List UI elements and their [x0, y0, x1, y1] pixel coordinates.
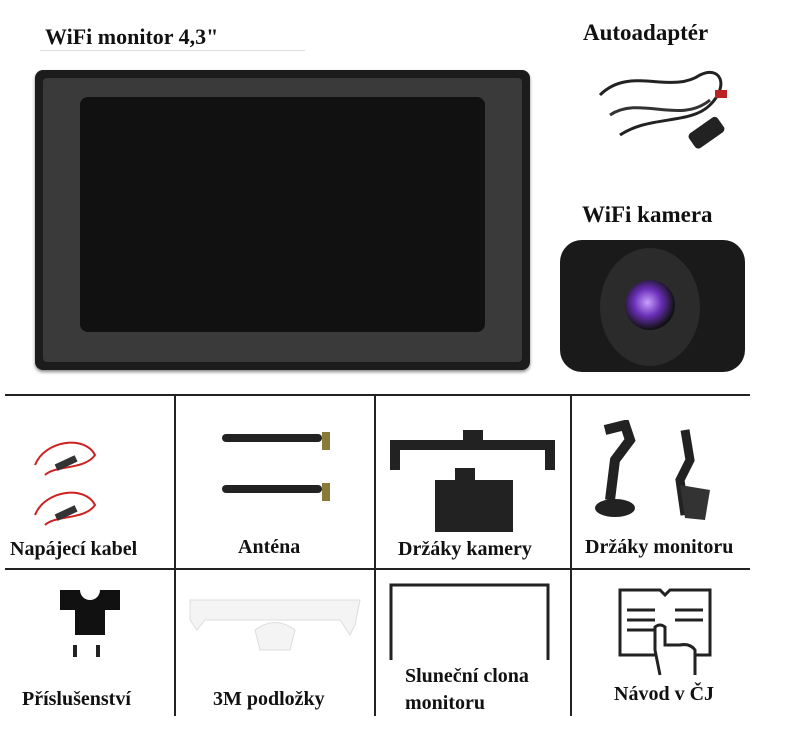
adhesive-pad-icon	[189, 599, 361, 651]
grid-line	[374, 396, 376, 716]
grid-line	[570, 396, 572, 716]
accessory-label: Návod v ČJ	[614, 683, 715, 705]
accessory-label: Anténa	[238, 536, 301, 558]
accessory-label: Držáky kamery	[398, 538, 532, 560]
accessory-label: Příslušenství	[22, 688, 131, 710]
wifi-camera-image	[560, 240, 745, 372]
power-cable-icon	[34, 441, 97, 526]
monitor-mount-icon	[595, 420, 710, 520]
antenna-icon	[222, 432, 330, 501]
bracket-screws-icon	[60, 590, 120, 657]
manual-icon	[618, 588, 712, 676]
accessory-label: 3M podložky	[213, 688, 325, 710]
monitor-image	[35, 70, 530, 370]
grid-line	[5, 394, 750, 396]
camera-title: WiFi kamera	[582, 202, 713, 227]
monitor-title: WiFi monitor 4,3"	[45, 24, 219, 49]
car-adapter-icon	[598, 70, 727, 149]
sun-visor-icon	[389, 583, 550, 660]
adapter-title: Autoadaptér	[583, 20, 709, 45]
accessory-label: Sluneční clona	[405, 665, 529, 687]
camera-bracket-icon	[390, 430, 555, 532]
accessory-label: monitoru	[405, 692, 485, 714]
accessory-label: Napájecí kabel	[10, 538, 138, 560]
grid-line	[5, 568, 750, 570]
grid-line	[174, 396, 176, 716]
divider	[40, 50, 305, 51]
accessory-label: Držáky monitoru	[585, 536, 734, 558]
